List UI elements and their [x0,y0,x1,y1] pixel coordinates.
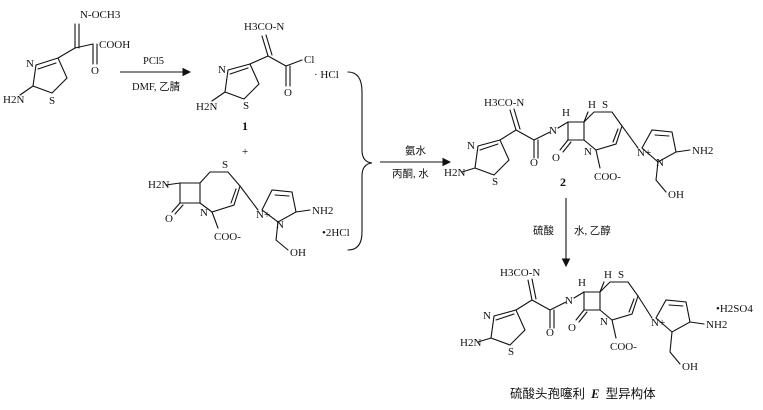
step1-arrow-group: PCl5 DMF, 乙腈 [120,56,192,93]
amine-core-nh2-label: NH2 [312,205,333,217]
amine-core-o-label: O [165,213,173,225]
caption-suffix: 型异构体 [606,386,657,401]
product-lactam-n-label: N [600,316,608,328]
amine-core-salt-label: •2HCl [322,227,350,239]
c1-thiazole-n-label: N [218,64,226,76]
c2-pyrazole-nplus-label: N+ [637,147,651,159]
step1-reagent-top: PCl5 [143,56,164,67]
c2-thiazole-s-label: S [492,176,498,188]
step3-reagent-left: 硫酸 [533,224,554,237]
amine-core-s-label: S [222,159,228,171]
c2-amide-o-label: O [530,157,538,169]
compound-2-structure: H3CO-N N H H S N O O COO- N+ N NH2 OH N … [444,97,713,201]
c2-h2-label: H [588,99,596,111]
plus-sign: + [242,146,248,158]
product-structure: H3CO-N N H H S N O O COO- N+ NH2 •H2SO4 … [460,267,753,373]
carboxylic-acid-label: COOH [99,39,130,51]
product-salt-label: •H2SO4 [716,303,753,315]
step3-arrow-group: 硫酸 水, 乙醇 [533,198,611,268]
starting-acid-structure: N-OCH3 COOH O N S H2N [3,9,130,107]
caption-prefix: 硫酸头孢噻利 [510,386,585,401]
c2-lactam-n-label: N [584,146,592,158]
c2-amine-label: H2N [444,167,465,179]
thiazole-n-label: N [26,58,34,70]
oxime-label: N-OCH3 [80,9,121,21]
product-oh-label: OH [682,361,698,373]
product-lactam-o-label: O [568,322,576,334]
product-thiazole-n-label: N [483,310,491,322]
product-amide-n-label: N [565,295,573,307]
compound-1-number: 1 [242,119,248,133]
product-caption: 硫酸头孢噻利 E 型异构体 [510,386,656,401]
c2-amide-n-label: N [549,125,557,137]
amine-core-oh-label: OH [290,247,306,259]
step2-arrow-group: 氨水 丙酮, 水 [380,144,452,180]
c1-acyl-cl-label: Cl [304,54,314,66]
compound-2-number: 2 [560,175,566,189]
c1-carbonyl-o-label: O [284,87,292,99]
step1-reagent-bottom: DMF, 乙腈 [132,80,181,93]
thiazole-s-label: S [49,95,55,107]
product-h-label: H [578,277,586,289]
c2-carboxylate-label: COO- [594,171,621,183]
c2-h-label: H [562,107,570,119]
c2-lactam-o-label: O [552,152,560,164]
product-nh2-label: NH2 [706,319,727,331]
c1-thiazole-s-label: S [243,100,249,112]
carbonyl-o-label: O [91,65,99,77]
amine-core-carboxylate-label: COO- [214,231,241,243]
c2-nh2-label: NH2 [692,145,713,157]
c2-pyrazole-n-label: N [656,157,664,169]
product-amine-label: H2N [460,337,481,349]
product-s-label: S [618,269,624,281]
c2-s-label: S [602,99,608,111]
product-pyrazole-nplus-label: N+ [651,317,665,329]
amine-core-pyrazole-n-label: N [276,219,284,231]
c2-oxime-label: H3CO-N [484,97,524,109]
amine-label: H2N [3,94,24,106]
caption-isomer: E [590,387,599,401]
product-amide-o-label: O [546,327,554,339]
product-carboxylate-label: COO- [610,341,637,353]
reactant-brace [347,71,373,251]
product-thiazole-s-label: S [508,346,514,358]
c1-oxime-label: H3CO-N [244,21,284,33]
amine-core-n-label: N [200,207,208,219]
c2-thiazole-n-label: N [467,140,475,152]
c2-oh-label: OH [668,189,684,201]
step3-reagent-right: 水, 乙醇 [574,224,611,237]
step2-reagent-top: 氨水 [405,144,426,157]
product-h2-label: H [604,269,612,281]
amine-core-structure: H2N S N O COO- N+ N NH2 OH •2HCl [148,159,350,259]
step2-reagent-bottom: 丙酮, 水 [392,168,429,180]
c1-amine-label: H2N [196,101,217,113]
product-oxime-label: H3CO-N [500,267,540,279]
amine-core-pyrazole-nplus-label: N+ [256,209,270,221]
amine-core-amino-label: H2N [148,179,169,191]
compound-1-structure: H3CO-N Cl · HCl O N S H2N 1 [196,21,339,133]
c1-salt-label: · HCl [314,69,339,81]
